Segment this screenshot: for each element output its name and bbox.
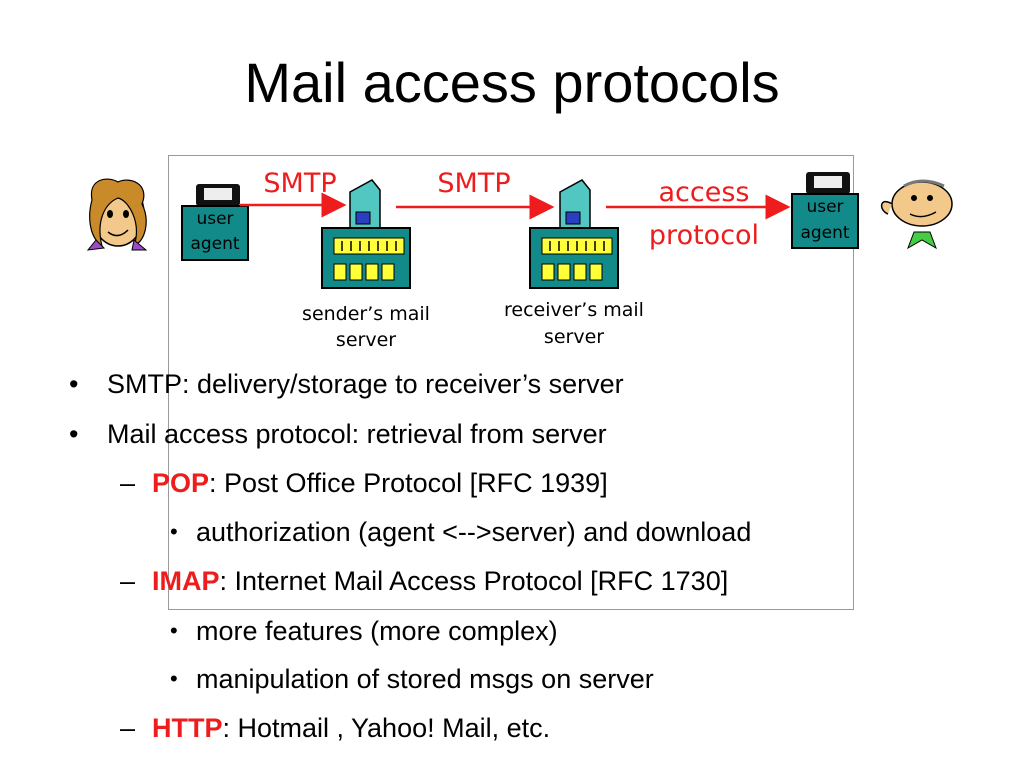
user-agent-left-line2: agent: [190, 234, 239, 254]
protocol-keyword: HTTP: [152, 713, 223, 743]
sender-mail-server-icon: [321, 179, 411, 289]
sub-sub-bullet-text: manipulation of stored msgs on server: [196, 664, 654, 694]
receiver-server-caption-line1: receiver’s mail: [504, 299, 644, 321]
bullet-item: • Mail access protocol: retrieval from s…: [69, 417, 607, 451]
diagram-frame: [168, 155, 854, 610]
sender-person-icon: [86, 178, 148, 251]
smtp-label-2: SMTP: [437, 168, 510, 199]
sub-sub-bullet: • manipulation of stored msgs on server: [170, 662, 654, 696]
dash-mark: –: [120, 566, 136, 596]
bullet-mark: •: [69, 419, 79, 449]
sub-bullet-http: – HTTP: Hotmail , Yahoo! Mail, etc.: [120, 711, 551, 745]
dash-mark: –: [120, 713, 136, 743]
bullet-item: • SMTP: delivery/storage to receiver’s s…: [69, 367, 624, 401]
protocol-keyword: POP: [152, 468, 210, 498]
protocol-keyword: IMAP: [152, 566, 220, 596]
access-protocol-label-line1: access: [659, 177, 750, 208]
bullet-mark: •: [170, 519, 178, 544]
receiver-person-icon: [880, 179, 953, 250]
user-agent-right-line2: agent: [800, 223, 849, 243]
smtp-label-1: SMTP: [263, 168, 336, 199]
sub-bullet-pop: – POP: Post Office Protocol [RFC 1939]: [120, 466, 608, 500]
slide-title: Mail access protocols: [244, 51, 780, 114]
sub-sub-bullet: • authorization (agent <-->server) and d…: [170, 515, 752, 549]
access-protocol-label-line2: protocol: [649, 220, 759, 251]
bullet-mark: •: [69, 369, 79, 399]
bullet-mark: •: [170, 618, 178, 643]
sub-sub-bullet: • more features (more complex): [170, 614, 558, 648]
bullet-text: SMTP: delivery/storage to receiver’s ser…: [107, 369, 624, 399]
sub-bullet-text: : Hotmail , Yahoo! Mail, etc.: [222, 713, 551, 743]
receiver-server-caption-line2: server: [544, 326, 604, 348]
sub-sub-bullet-text: authorization (agent <-->server) and dow…: [196, 517, 752, 547]
user-agent-right: user agent: [791, 172, 859, 249]
sender-server-caption-line1: sender’s mail: [302, 303, 430, 325]
sub-bullet-imap: – IMAP: Internet Mail Access Protocol [R…: [120, 564, 729, 598]
user-agent-left: user agent: [181, 184, 249, 261]
sub-bullet-text: : Post Office Protocol [RFC 1939]: [209, 468, 608, 498]
user-agent-left-line1: user: [196, 209, 233, 229]
sender-server-caption-line2: server: [336, 329, 396, 351]
sub-bullet-text: : Internet Mail Access Protocol [RFC 173…: [219, 566, 729, 596]
bullet-mark: •: [170, 666, 178, 691]
sub-sub-bullet-text: more features (more complex): [196, 616, 558, 646]
receiver-mail-server-icon: [529, 179, 619, 289]
mail-diagram: user agent user agent: [86, 168, 953, 351]
user-agent-right-line1: user: [806, 197, 843, 217]
bullet-text: Mail access protocol: retrieval from ser…: [107, 419, 607, 449]
dash-mark: –: [120, 468, 136, 498]
